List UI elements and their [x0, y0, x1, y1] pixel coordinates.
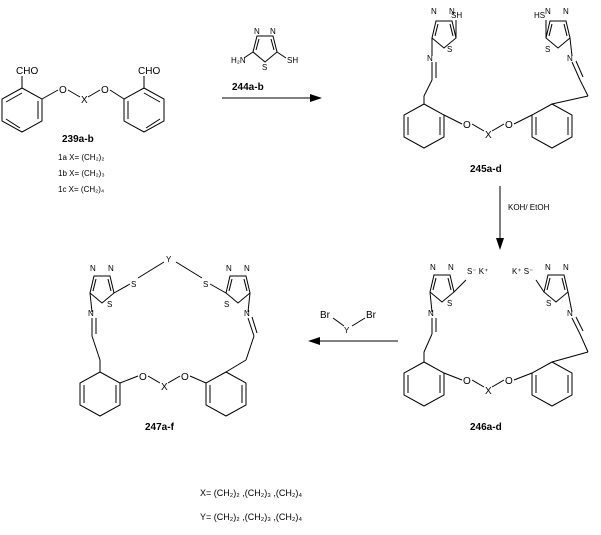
aldehyde-left: CHO — [16, 66, 38, 77]
variant-1a: 1a X= (CH₂)₂ — [58, 153, 104, 162]
c247-s-bridge-left: S — [131, 280, 136, 289]
c245-n-r2: N — [563, 7, 569, 16]
c245-n-r1: N — [545, 7, 551, 16]
dibromide-y: Y — [344, 326, 350, 335]
dibromide-br-left: Br — [320, 310, 331, 321]
c246-n-l2: N — [448, 263, 454, 272]
c246-sk: S⁻ K⁺ — [467, 267, 488, 276]
reagent-n-left: N — [254, 27, 260, 36]
c247-n-l2: N — [108, 264, 114, 273]
c245-sh: SH — [451, 11, 462, 20]
variant-1c: 1c X= (CH₂)₄ — [58, 185, 104, 194]
c246-n-imine-right: N — [567, 309, 573, 318]
c247-x: X — [161, 382, 168, 393]
c247-s-ring-right: S — [224, 300, 229, 309]
c247-s-ring-left: S — [107, 300, 112, 309]
compound-245: N N S SH N N N S HS N O X O 245a-d — [403, 7, 589, 175]
compound-246: N N S S⁻ K⁺ N N N S K⁺ S⁻ N O X O 246a-d — [403, 263, 589, 433]
c246-o-right: O — [505, 376, 513, 387]
c247-n-l1: N — [90, 264, 96, 273]
c246-n-r1: N — [545, 263, 551, 272]
c246-x: X — [485, 386, 492, 397]
arrow-246-to-247: Br Br Y — [308, 310, 398, 345]
reagent-label-244: 244a-b — [232, 82, 264, 93]
footnote-y: Y= (CH₂)₂ ,(CH₂)₃ ,(CH₂)₄ — [200, 512, 302, 522]
c245-n-l2: N — [449, 7, 455, 16]
reagent-244: N N S H₂N SH 244a-b — [231, 27, 298, 93]
c247-n-imine-left: N — [88, 309, 94, 318]
c245-n-l1: N — [431, 7, 437, 16]
footnote-x: X= (CH₂)₂ ,(CH₂)₃ ,(CH₂)₄ — [200, 488, 302, 498]
compound-247: N N S S Y S N N N S N O X O 247a-f — [79, 255, 258, 433]
c247-n-r1: N — [226, 264, 232, 273]
reagent-amine: H₂N — [231, 56, 246, 65]
c247-y: Y — [166, 255, 172, 264]
c246-ks: K⁺ S⁻ — [512, 267, 533, 276]
c245-o-left: O — [463, 120, 471, 131]
reagent-n-right: N — [270, 27, 276, 36]
linker-x: X — [81, 95, 88, 106]
ether-o-right: O — [101, 85, 109, 96]
reagent-s: S — [262, 63, 267, 72]
reagent-sh: SH — [287, 56, 298, 65]
c246-n-l1: N — [430, 263, 436, 272]
koh-conditions: KOH/ EtOH — [508, 203, 550, 212]
compound-label-239: 239a-b — [62, 134, 94, 145]
aldehyde-right: CHO — [138, 66, 160, 77]
c246-o-left: O — [463, 376, 471, 387]
c247-o-right: O — [181, 372, 189, 383]
variant-1b: 1b X= (CH₂)₃ — [58, 169, 105, 178]
c245-o-right: O — [505, 120, 513, 131]
c246-s-right: S — [546, 299, 551, 308]
compound-239: CHO CHO O X O 239a-b 1a X= (CH₂)₂ 1b X= … — [1, 66, 165, 194]
c247-s-bridge-right: S — [203, 280, 208, 289]
c247-n-imine-right: N — [244, 309, 250, 318]
dibromide-br-right: Br — [366, 310, 377, 321]
ether-o-left: O — [59, 85, 67, 96]
c245-hs: HS — [534, 11, 545, 20]
c247-o-left: O — [139, 372, 147, 383]
compound-label-246: 246a-d — [470, 422, 502, 433]
compound-label-245: 245a-d — [470, 164, 502, 175]
c246-s-left: S — [447, 299, 452, 308]
arrow-239-to-245 — [222, 94, 322, 102]
c246-n-imine-left: N — [428, 309, 434, 318]
arrow-245-to-246: KOH/ EtOH — [496, 186, 550, 250]
c245-x: X — [485, 130, 492, 141]
c246-n-r2: N — [563, 263, 569, 272]
c245-n-imine-right: N — [567, 54, 573, 63]
c247-n-r2: N — [244, 264, 250, 273]
c245-s-right: S — [545, 45, 550, 54]
compound-label-247: 247a-f — [145, 422, 175, 433]
c245-s-left: S — [447, 45, 452, 54]
c245-n-imine-left: N — [427, 54, 433, 63]
